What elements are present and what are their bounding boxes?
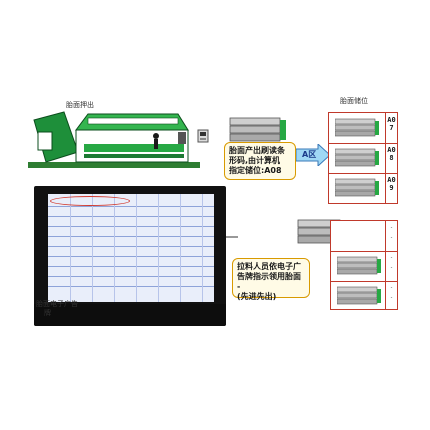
rack-code-column: A07 A08 A09: [385, 113, 397, 203]
tire-tread-stack: [228, 116, 290, 144]
board-caption-line2: 牌: [44, 309, 51, 317]
rack-code-a07: A07: [387, 116, 396, 132]
barcode-scanner-icon: [196, 128, 212, 144]
rack-bottom-shelf-2-treads: [337, 256, 381, 275]
extrusion-machine-graphic: [28, 111, 200, 168]
extrusion-line-illustration: [28, 92, 200, 176]
arrow-to-a-zone: [295, 142, 331, 168]
board-caption-line1: 胎面电子广告: [36, 300, 78, 308]
connector-line: [226, 236, 238, 238]
rack-bottom-code-3: -: [389, 255, 393, 261]
storage-rack-bottom: - - - - - -: [330, 220, 398, 310]
board-screen: [48, 194, 214, 302]
tire-storage-label: 胎面储位: [340, 97, 368, 105]
tire-output-label: 胎面押出: [66, 101, 94, 109]
rack-bottom-code-6: -: [389, 295, 393, 301]
rack-bottom-code-5: -: [389, 285, 393, 291]
board-caption: 胎面电子广告 牌: [36, 300, 78, 318]
storage-rack-top: A07 A08 A09: [328, 112, 398, 204]
electronic-board-photo: [34, 186, 226, 326]
arrow-label: A区: [302, 150, 317, 159]
rack-code-a08: A08: [387, 146, 396, 162]
rack-shelf-3-treads: [335, 178, 379, 197]
rack-code-a09: A09: [387, 176, 396, 192]
rack-bottom-code-4: -: [389, 265, 393, 271]
rack-bottom-code-1: -: [389, 225, 393, 231]
rack-bottom-code-2: -: [389, 235, 393, 241]
rack-shelf-2-treads: [335, 148, 379, 167]
rack-bottom-shelf-3-treads: [337, 286, 381, 305]
callout-scan-barcode: 胎面产出刷读条 形码,由计算机 指定储位:A08: [224, 142, 296, 180]
rack-bottom-code-column: - - - - - -: [385, 221, 397, 309]
rack-shelf-1-treads: [335, 118, 379, 137]
callout-pick-material: 拉料人员依电子广 告牌指示领用胎面 - (先进先出): [232, 258, 310, 301]
